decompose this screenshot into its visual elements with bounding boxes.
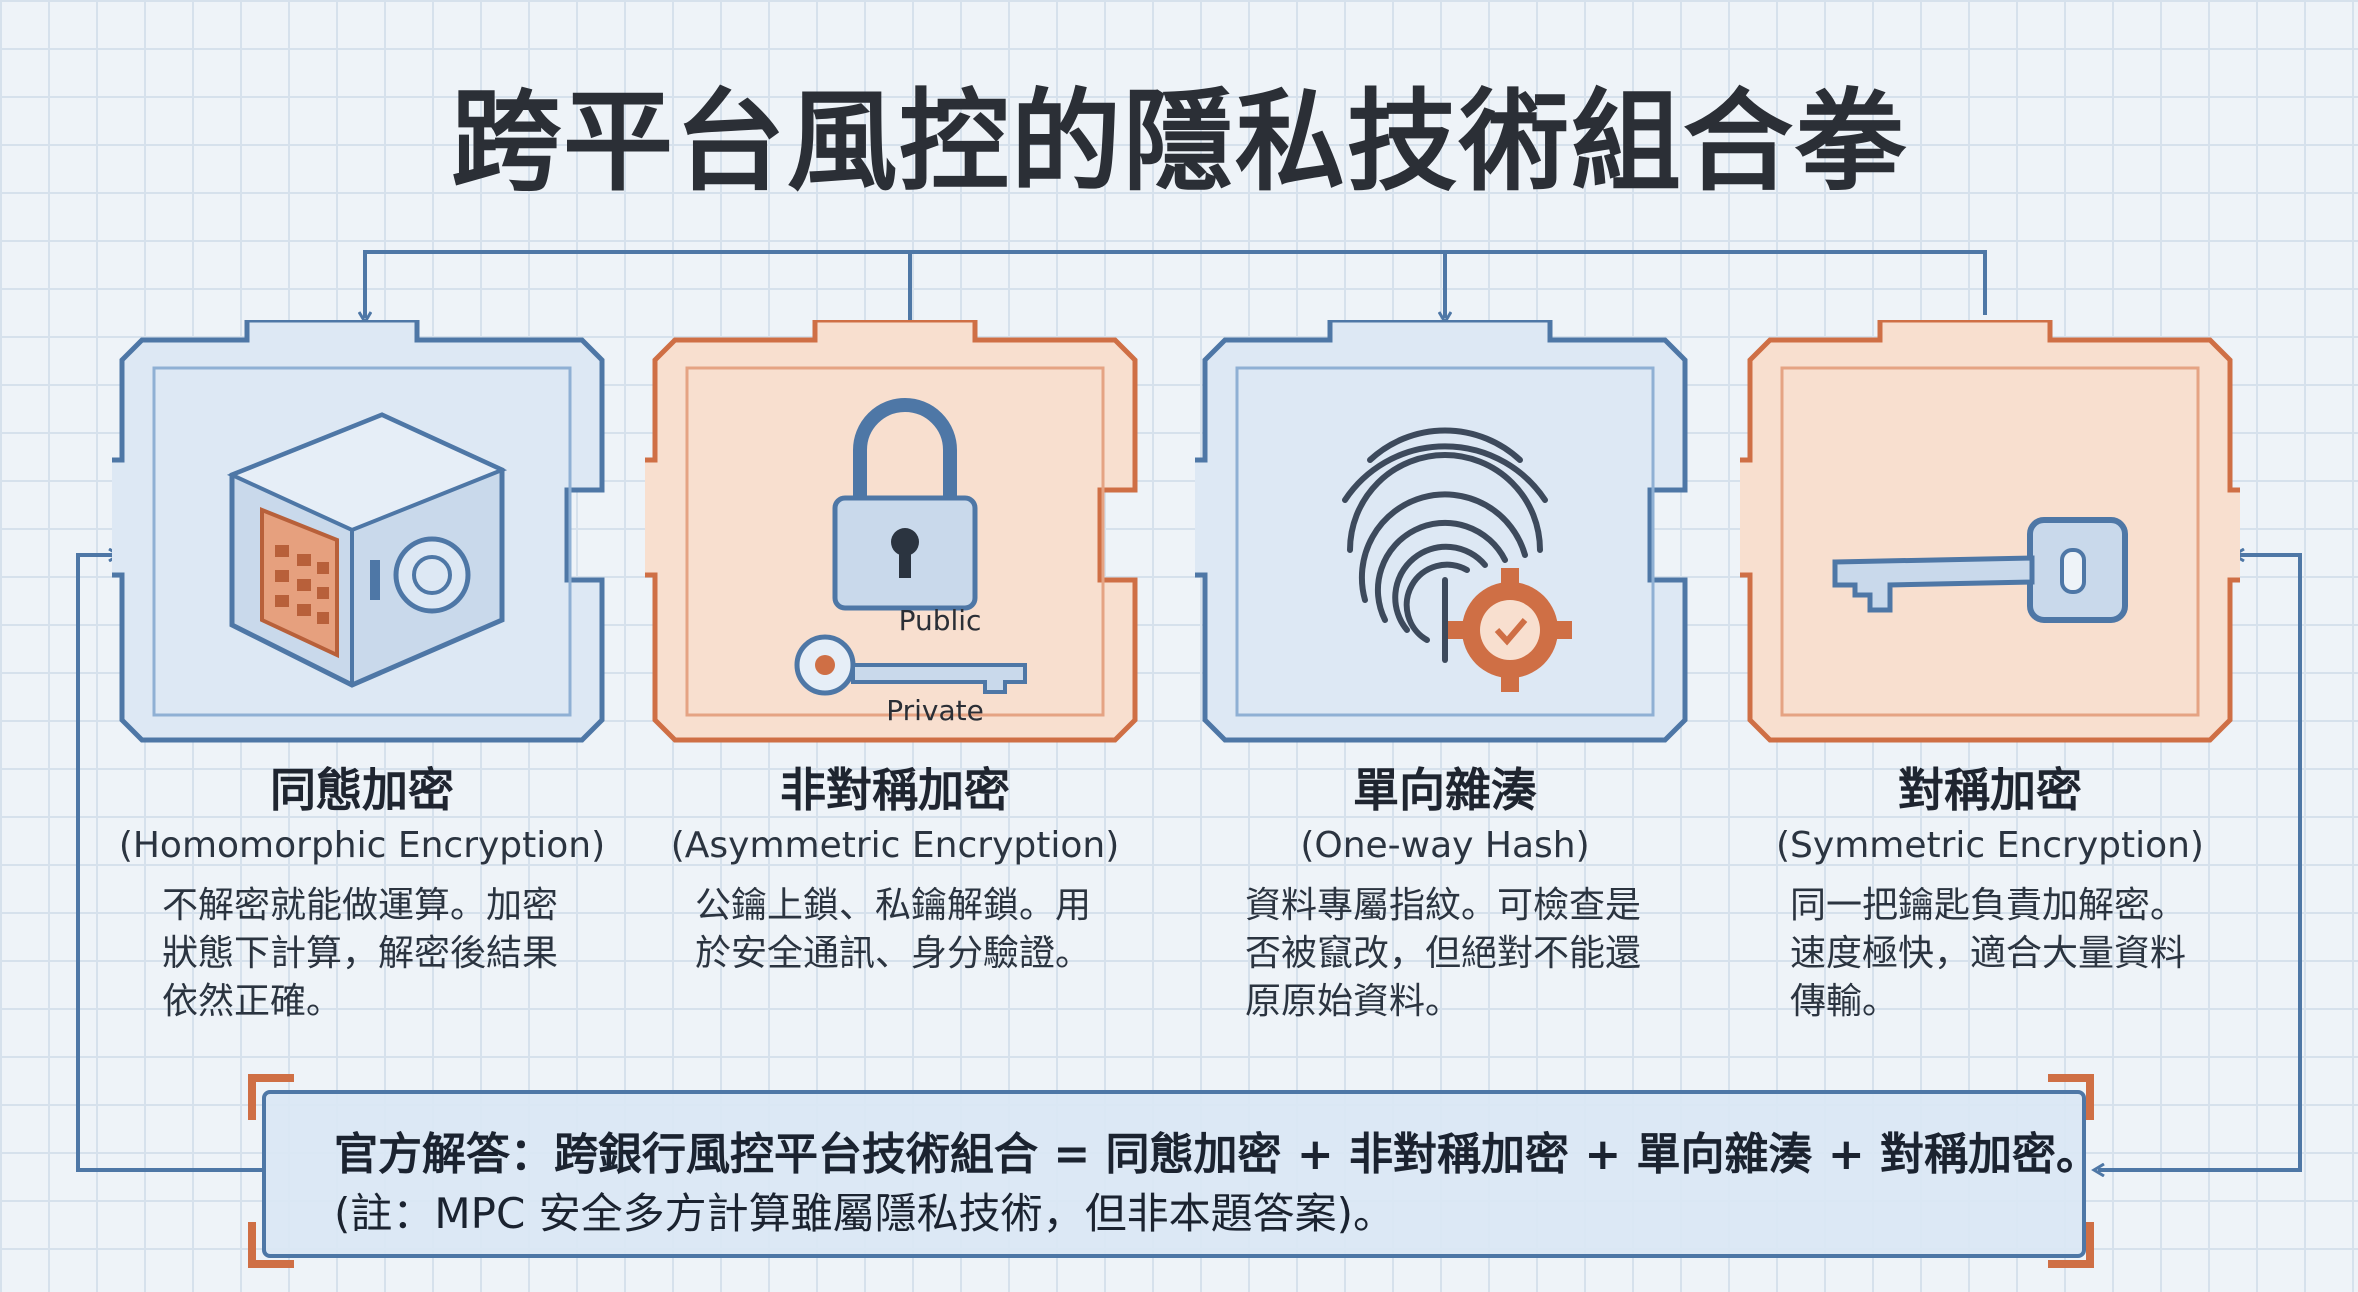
technique-text-symmetric: 對稱加密 (Symmetric Encryption) 同一把鑰匙負責加解密。速… xyxy=(1740,760,2240,1026)
left-loop-connector xyxy=(76,555,262,1172)
puzzle-piece-symmetric xyxy=(1740,320,2240,750)
technique-name-zh: 對稱加密 xyxy=(1898,763,2082,817)
technique-name-en: (One-way Hash) xyxy=(1300,825,1590,866)
technique-text-asymmetric: 非對稱加密 (Asymmetric Encryption) 公鑰上鎖、私鑰解鎖。… xyxy=(645,760,1145,978)
technique-name-en: (Asymmetric Encryption) xyxy=(670,825,1120,866)
official-answer-box: 官方解答：跨銀行風控平台技術組合 = 同態加密 + 非對稱加密 + 單向雜湊 +… xyxy=(262,1090,2100,1258)
answer-main-text: 官方解答：跨銀行風控平台技術組合 = 同態加密 + 非對稱加密 + 單向雜湊 +… xyxy=(334,1129,2101,1180)
right-loop-connector xyxy=(2100,553,2302,1172)
puzzle-piece-hash xyxy=(1195,320,1695,750)
answer-note-text: (註：MPC 安全多方計算雖屬隱私技術，但非本題答案)。 xyxy=(334,1189,1396,1238)
technique-name-en: (Homomorphic Encryption) xyxy=(118,825,606,866)
corner-bracket-bottom-left xyxy=(248,1222,294,1268)
technique-name-zh: 同態加密 xyxy=(270,763,454,817)
private-key-label: Private xyxy=(886,694,984,727)
technique-text-hash: 單向雜湊 (One-way Hash) 資料專屬指紋。可檢查是否被竄改，但絕對不… xyxy=(1195,760,1695,1026)
technique-description: 同一把鑰匙負責加解密。速度極快，適合大量資料傳輸。 xyxy=(1790,885,2187,1022)
top-connector xyxy=(363,250,1987,315)
public-key-label: Public xyxy=(899,604,982,637)
technique-text-homomorphic: 同態加密 (Homomorphic Encryption) 不解密就能做運算。加… xyxy=(112,760,612,1026)
corner-bracket-top-right xyxy=(2048,1074,2094,1120)
technique-name-zh: 非對稱加密 xyxy=(780,763,1010,817)
puzzle-piece-homomorphic xyxy=(112,320,612,750)
puzzle-piece-asymmetric: Public Private xyxy=(645,320,1145,750)
page-title: 跨平台風控的隱私技術組合拳 xyxy=(451,78,1907,206)
padlock-key-icon: Public Private xyxy=(794,398,1027,727)
technique-name-zh: 單向雜湊 xyxy=(1353,763,1537,817)
safe-icon xyxy=(226,412,508,688)
technique-description: 公鑰上鎖、私鑰解鎖。用於安全通訊、身分驗證。 xyxy=(695,885,1092,974)
key-icon xyxy=(1832,517,2128,623)
technique-description: 不解密就能做運算。加密狀態下計算，解密後結果依然正確。 xyxy=(162,885,559,1022)
corner-bracket-bottom-right xyxy=(2048,1222,2094,1268)
corner-bracket-top-left xyxy=(248,1074,294,1120)
fingerprint-icon xyxy=(1342,427,1572,692)
technique-name-en: (Symmetric Encryption) xyxy=(1776,825,2204,866)
technique-description: 資料專屬指紋。可檢查是否被竄改，但絕對不能還原原始資料。 xyxy=(1245,885,1642,1022)
